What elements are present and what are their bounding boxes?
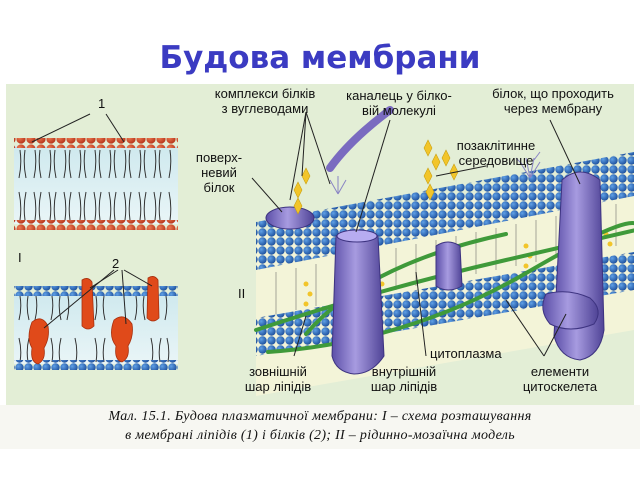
label-cytoskeleton-elements: елементи цитоскелета — [512, 364, 608, 394]
caption-line-1: Мал. 15.1. Будова плазматичної мембрани:… — [0, 409, 640, 425]
label-number-1: 1 — [98, 96, 105, 111]
label-roman-1: I — [18, 250, 22, 265]
page-title: Будова мембрани — [0, 40, 640, 76]
label-number-2: 2 — [112, 256, 119, 271]
label-protein-channel: каналець у білко- вій молекулі — [336, 88, 462, 118]
label-outer-lipid-layer: зовнішній шар ліпідів — [236, 364, 320, 394]
label-transmembrane-protein: білок, що проходить через мембрану — [478, 86, 628, 116]
label-roman-2: II — [238, 286, 245, 301]
label-cytoplasm: цитоплазма — [430, 346, 502, 361]
label-surface-protein: поверх- невий білок — [190, 150, 248, 195]
schematic-bilayer-proteins — [14, 276, 178, 370]
label-extracellular-environment: позаклітинне середовище — [440, 138, 552, 168]
label-protein-carbohydrate-complexes: комплекси білків з вуглеводами — [202, 86, 328, 116]
membrane-figure: 1 I 2 II комплекси білків з вуглеводами … — [6, 84, 634, 406]
membrane-illustration — [6, 84, 634, 406]
schematic-bilayer-lipids — [14, 138, 178, 230]
caption-line-2: в мембрані ліпідів (1) і білків (2); II … — [0, 428, 640, 444]
label-inner-lipid-layer: внутрішній шар ліпідів — [362, 364, 446, 394]
figure-caption: Мал. 15.1. Будова плазматичної мембрани:… — [0, 405, 640, 449]
